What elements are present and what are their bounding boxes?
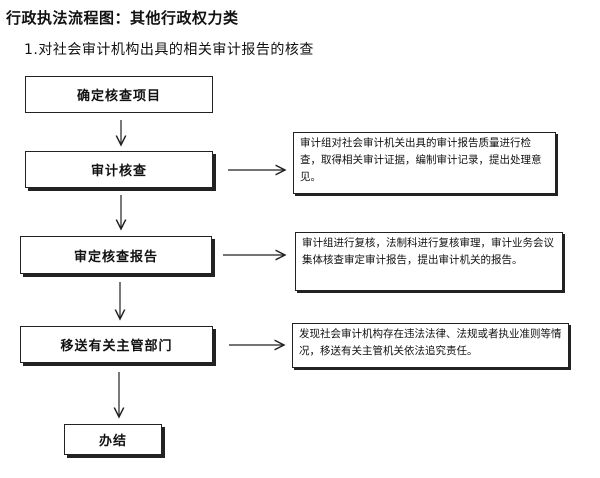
step-box-audit-check: 审计核查	[25, 151, 213, 188]
note-text: 发现社会审计机构存在违法法律、法规或者执业准则等情况，移送有关主管机关依法追究责…	[299, 328, 562, 357]
note-box-audit-check: 审计组对社会审计机关出具的审计报告质量进行检查，取得相关审计证据，编制审计记录，…	[293, 132, 556, 194]
note-text: 审计组进行复核，法制科进行复核审理，审计业务会议集体核查审定审计报告，提出审计机…	[302, 237, 554, 266]
step-label: 移送有关主管部门	[60, 339, 173, 354]
step-label: 办结	[98, 434, 127, 449]
note-box-review-report: 审计组进行复核，法制科进行复核审理，审计业务会议集体核查审定审计报告，提出审计机…	[295, 232, 563, 291]
step-box-determine-project: 确定核查项目	[25, 76, 213, 113]
note-text: 审计组对社会审计机关出具的审计报告质量进行检查，取得相关审计证据，编制审计记录，…	[300, 137, 542, 183]
step-box-transfer-department: 移送有关主管部门	[20, 326, 213, 363]
page-subtitle: 1.对社会审计机构出具的相关审计报告的核查	[24, 42, 314, 58]
page-title: 行政执法流程图：其他行政权力类	[6, 9, 239, 27]
step-label: 审定核查报告	[73, 249, 158, 265]
note-box-transfer: 发现社会审计机构存在违法法律、法规或者执业准则等情况，移送有关主管机关依法追究责…	[292, 323, 569, 368]
step-box-review-report: 审定核查报告	[20, 236, 212, 274]
step-box-complete: 办结	[64, 424, 162, 455]
step-label: 审计核查	[90, 164, 147, 179]
step-label: 确定核查项目	[76, 89, 161, 104]
